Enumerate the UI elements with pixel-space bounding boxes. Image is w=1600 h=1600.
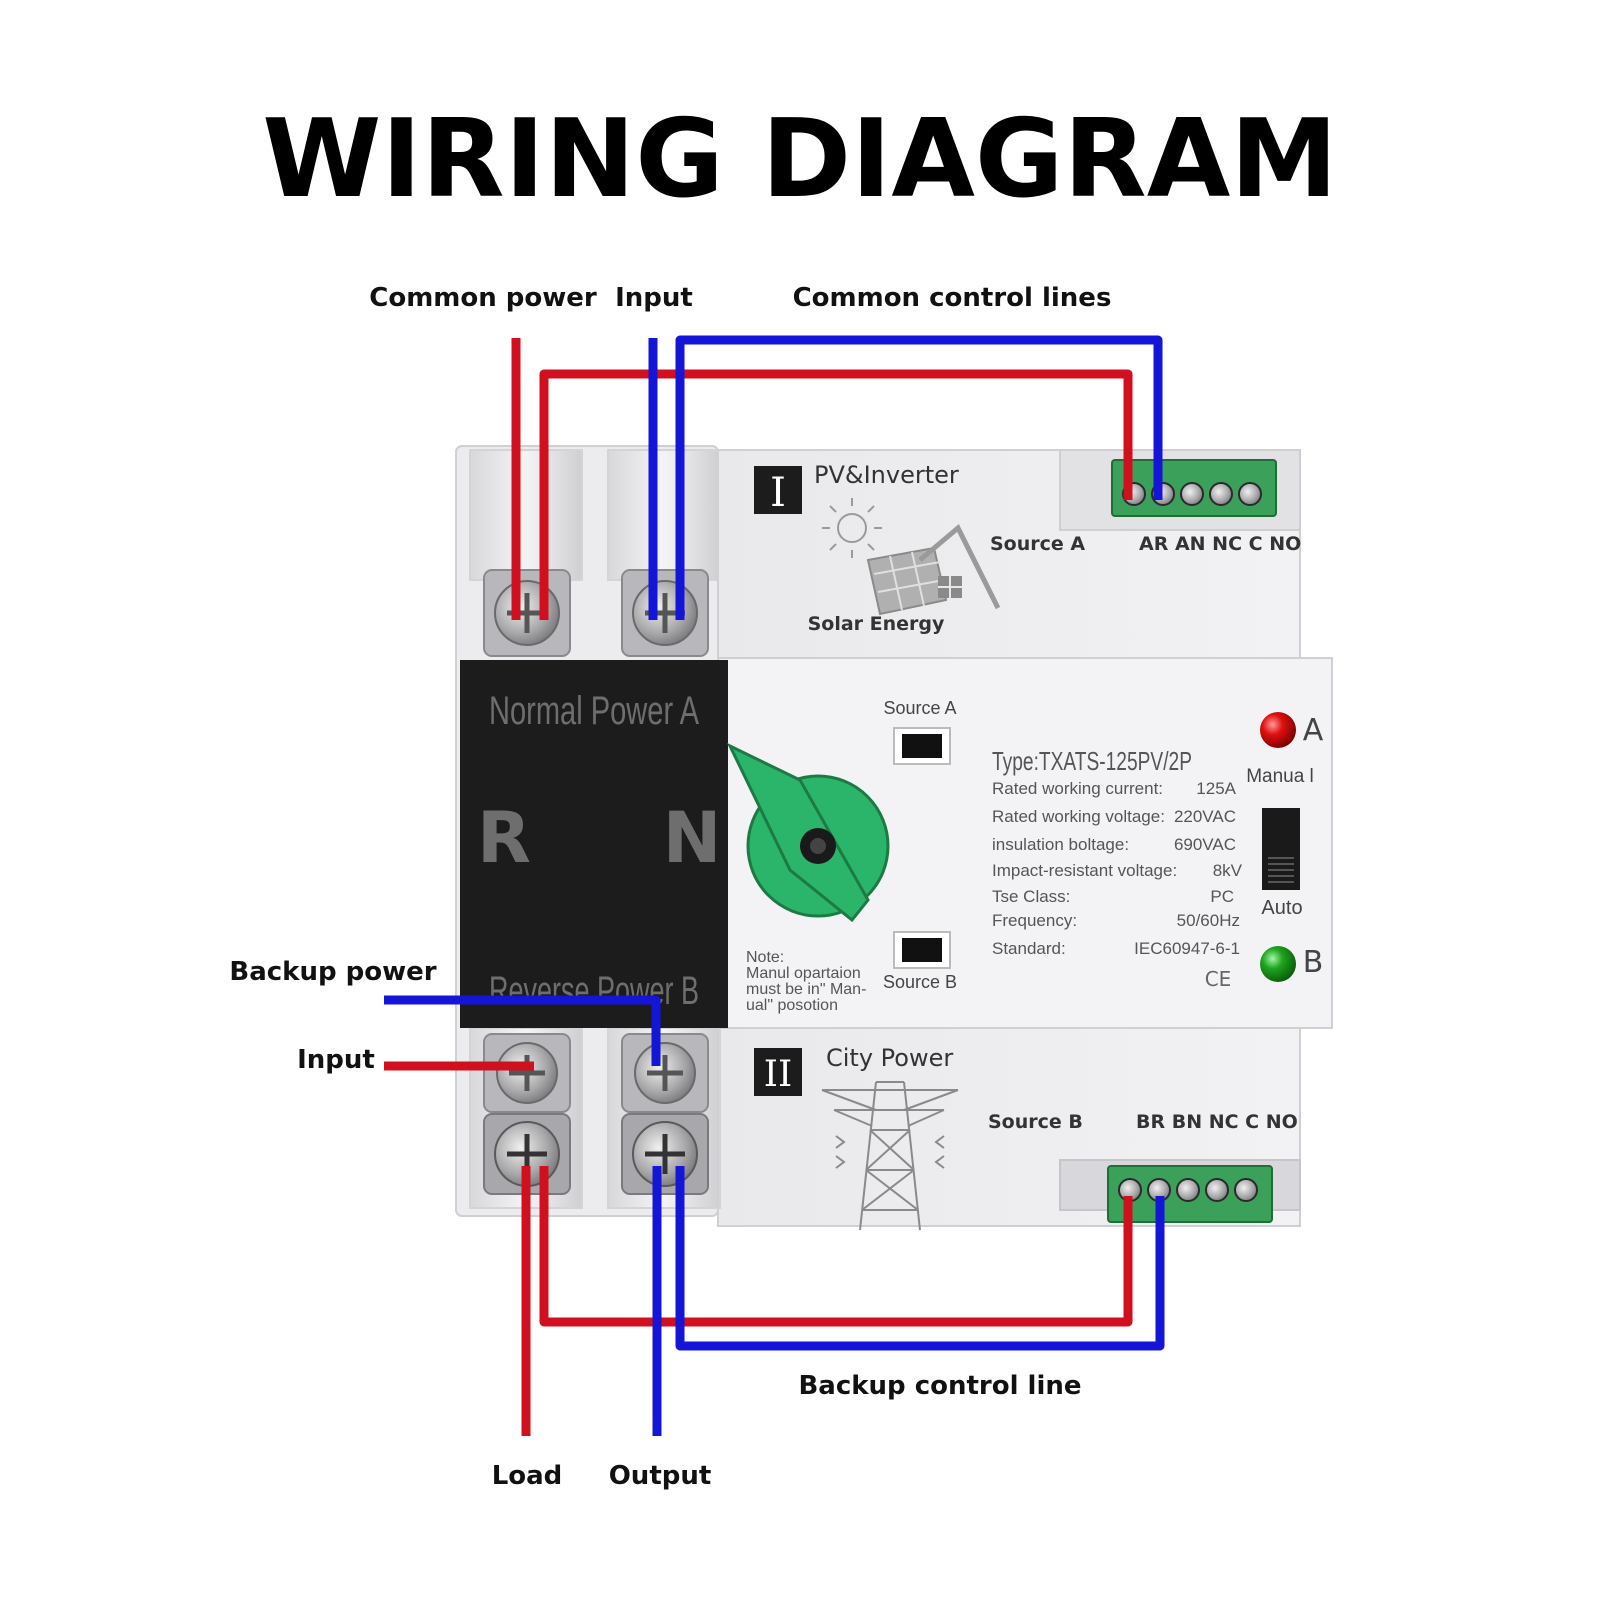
note-line-3: must be in" Man-	[746, 981, 866, 998]
section-i-badge	[754, 466, 802, 514]
spec-label: Tse Class:	[992, 887, 1070, 906]
wire-backup-control-blue	[675, 1166, 1165, 1351]
indicator-led-a	[1260, 712, 1296, 748]
spec-table: Rated working current: 125A Rated workin…	[992, 779, 1243, 958]
label-backup-power: Backup power	[229, 957, 436, 987]
solar-energy-caption: Solar Energy	[808, 613, 945, 635]
note-line-1: Note:	[746, 949, 784, 966]
wire-common-control-red	[539, 369, 1133, 620]
wire-backup-power	[384, 995, 661, 1066]
wire-common-control-blue	[675, 335, 1163, 620]
section-i-source-label: Source A	[990, 533, 1085, 555]
label-input-bottom: Input	[297, 1045, 375, 1075]
screw-bottom-right-2	[621, 1113, 709, 1195]
section-ii-title: City Power	[826, 1044, 953, 1072]
section-ii-badge	[754, 1048, 802, 1096]
note-line-4: ual" posotion	[746, 997, 838, 1014]
callout-labels: Common power Input Common control lines …	[229, 283, 1111, 1491]
spec-label: Standard:	[992, 939, 1066, 958]
breaker-bottom-text: Reverse Power B	[489, 969, 699, 1013]
breaker-letter-r: R	[477, 797, 531, 879]
spec-value: IEC60947-6-1	[1134, 939, 1240, 958]
wires	[384, 335, 1165, 1436]
note-line-2: Manul opartaion	[746, 965, 861, 982]
spec-label: Rated working current:	[992, 779, 1163, 798]
post-top-left	[469, 449, 583, 581]
label-load: Load	[492, 1461, 563, 1491]
manual-auto-switch[interactable]	[1262, 808, 1300, 890]
switch-source-a-label: Source A	[883, 698, 956, 718]
screw-bottom-right-1	[621, 1033, 709, 1113]
spec-label: Frequency:	[992, 911, 1077, 930]
rotary-handle[interactable]	[726, 742, 890, 923]
spec-label: Rated working voltage:	[992, 807, 1165, 826]
spec-value: 8kV	[1213, 861, 1243, 880]
label-common-power: Common power	[369, 283, 597, 313]
wire-backup-control-red	[539, 1166, 1133, 1327]
solar-house-icon	[822, 498, 1001, 616]
manual-operation-note: Note: Manul opartaion must be in" Man- u…	[746, 949, 866, 1014]
section-i-title: PV&Inverter	[814, 461, 959, 489]
screw-top-left	[483, 569, 571, 657]
mode-manual-label: Manua l	[1246, 766, 1314, 787]
ats-device: Normal Power A R N Reverse Power B I PV&…	[455, 445, 1333, 1231]
spec-label: Impact-resistant voltage:	[992, 861, 1177, 880]
section-ii-source-label: Source B	[988, 1111, 1083, 1133]
label-common-control-lines: Common control lines	[793, 283, 1112, 313]
switch-window-b-inner	[902, 938, 942, 962]
spec-value: 690VAC	[1174, 835, 1236, 854]
post-top-right	[607, 449, 721, 581]
switch-source-b-label: Source B	[883, 972, 957, 992]
section-i-badge-text: I	[770, 470, 786, 516]
spec-value: PC	[1210, 887, 1234, 906]
breaker-letter-n: N	[663, 797, 722, 879]
spec-value: 220VAC	[1174, 807, 1236, 826]
terminal-block-top	[1111, 459, 1277, 517]
section-i-terminal-labels: AR AN NC C NO	[1139, 533, 1301, 555]
device-type: Type:TXATS-125PV/2P	[992, 746, 1192, 776]
indicator-b-label: B	[1303, 945, 1324, 980]
label-input-top: Input	[615, 283, 693, 313]
section-ii-terminal-labels: BR BN NC C NO	[1136, 1111, 1298, 1133]
indicator-a-label: A	[1303, 713, 1324, 748]
diagram-title: WIRING DIAGRAM	[262, 97, 1338, 222]
section-ii-badge-text: II	[764, 1054, 792, 1095]
indicator-led-b	[1260, 946, 1296, 982]
spec-label: insulation boltage:	[992, 835, 1129, 854]
spec-value: 125A	[1196, 779, 1236, 798]
ce-mark: CE	[1205, 967, 1232, 991]
switch-window-a-inner	[902, 734, 942, 758]
mode-auto-label: Auto	[1261, 897, 1302, 919]
spec-value: 50/60Hz	[1177, 911, 1240, 930]
label-backup-control-line: Backup control line	[798, 1371, 1081, 1401]
terminal-block-bottom	[1107, 1165, 1273, 1223]
screw-top-right	[621, 569, 709, 657]
screw-bottom-left-1	[483, 1033, 571, 1113]
label-output: Output	[609, 1461, 712, 1491]
power-tower-icon	[821, 1081, 959, 1231]
breaker-top-text: Normal Power A	[489, 689, 699, 733]
breaker-face	[460, 660, 728, 1028]
